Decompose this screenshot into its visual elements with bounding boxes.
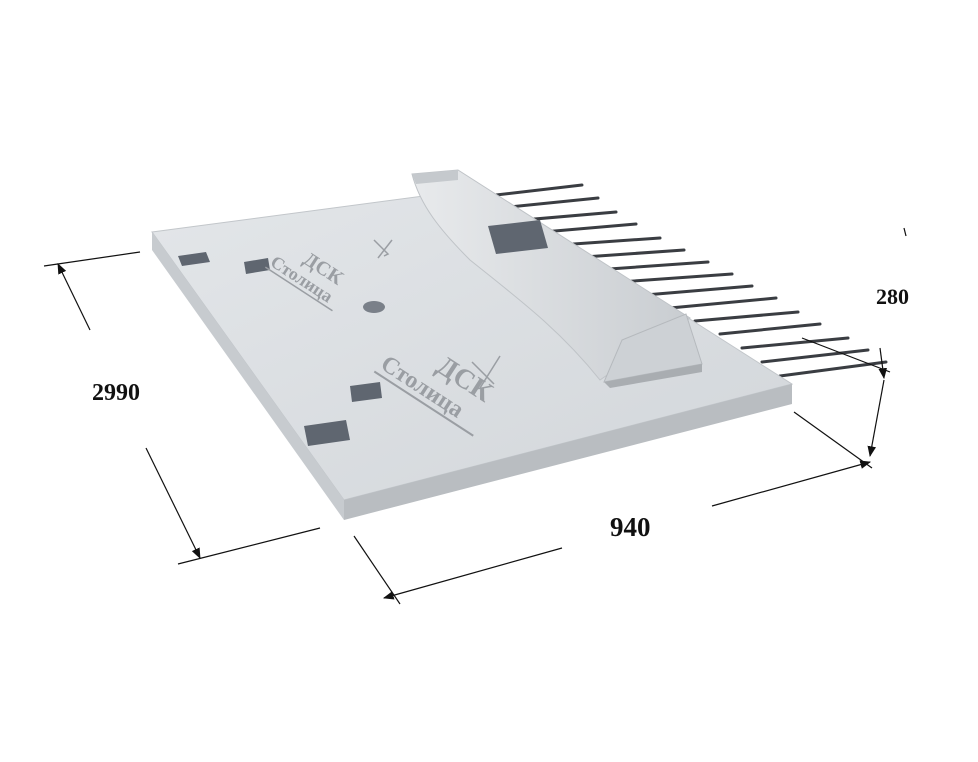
rebar bbox=[643, 284, 754, 297]
slab-front-face bbox=[344, 384, 792, 520]
dimension-width-label: 940 bbox=[610, 512, 651, 542]
raised-ramp bbox=[411, 169, 703, 388]
dimension-line bbox=[867, 379, 885, 458]
dimension-line bbox=[878, 347, 887, 380]
dimension-line bbox=[145, 447, 201, 559]
recess bbox=[304, 420, 350, 446]
lifting-hole bbox=[363, 301, 385, 313]
extension-line bbox=[353, 535, 401, 605]
extension-line bbox=[801, 337, 891, 373]
slab-left-face bbox=[152, 232, 344, 520]
dimension-line bbox=[57, 263, 91, 331]
concrete-slab bbox=[151, 187, 794, 520]
extension-line bbox=[903, 227, 907, 237]
dimension-line bbox=[382, 547, 563, 600]
kremlin-tower-icon bbox=[373, 239, 501, 389]
dimension-width bbox=[353, 411, 873, 605]
ramp-end-front bbox=[604, 364, 702, 388]
ramp-back-face bbox=[412, 170, 458, 184]
rebar bbox=[593, 260, 710, 272]
dimension-length bbox=[43, 251, 321, 565]
dimension-height-label: 280 bbox=[876, 284, 909, 309]
recess bbox=[178, 252, 210, 266]
recess-group bbox=[178, 220, 548, 446]
dimension-height bbox=[801, 227, 907, 458]
extension-line bbox=[793, 411, 873, 469]
rebar bbox=[618, 272, 734, 284]
ramp-surface bbox=[411, 169, 691, 381]
dimension-line bbox=[711, 460, 872, 507]
recess bbox=[350, 382, 382, 402]
recess bbox=[244, 258, 270, 274]
rebar bbox=[760, 348, 870, 364]
extension-line bbox=[177, 527, 321, 565]
rebar bbox=[693, 310, 800, 323]
rebar bbox=[718, 322, 822, 336]
dimension-length-label: 2990 bbox=[92, 380, 140, 406]
rebar bbox=[740, 336, 850, 350]
recess bbox=[488, 220, 548, 254]
rebar bbox=[778, 360, 888, 378]
rebar bbox=[668, 296, 778, 310]
